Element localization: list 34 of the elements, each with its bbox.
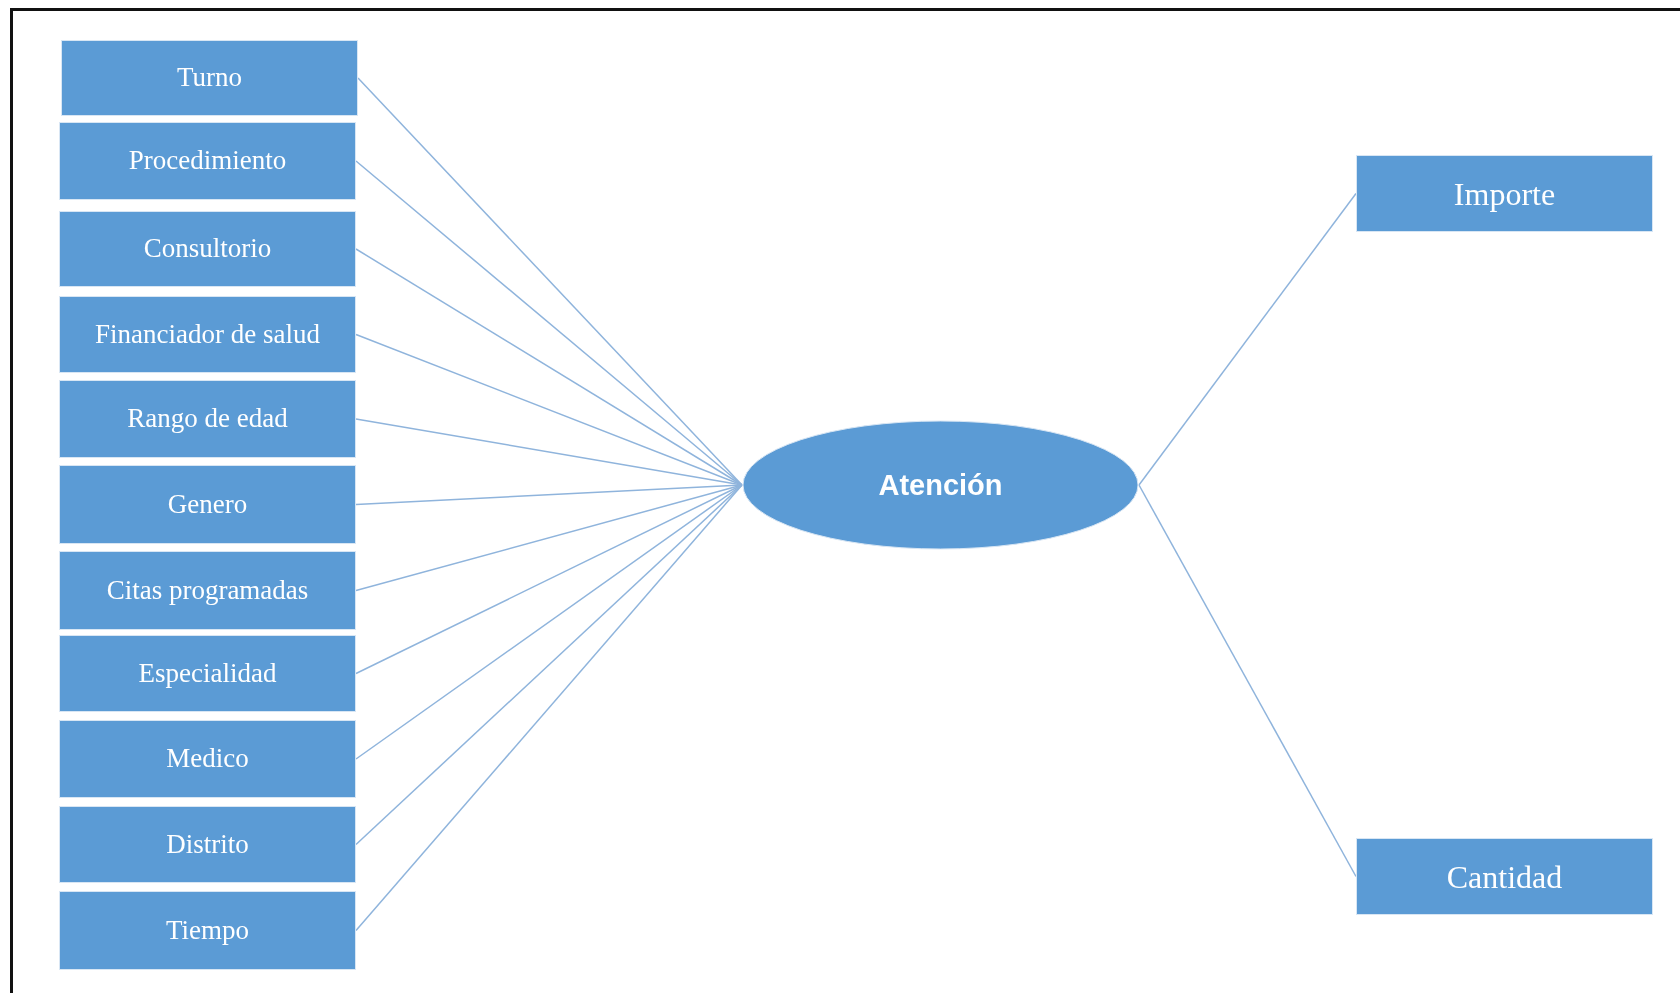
node-label: Atención (878, 468, 1003, 502)
node-label: Genero (166, 487, 249, 521)
node-label: Tiempo (165, 913, 250, 947)
connector-line (1138, 192, 1357, 486)
connector-line (355, 160, 743, 486)
process-box (1356, 838, 1653, 915)
connector-line (357, 77, 743, 486)
process-box (59, 806, 356, 883)
node-label: Turno (175, 61, 243, 95)
process-box (59, 551, 356, 630)
connector-line (355, 484, 743, 846)
process-box (59, 465, 356, 544)
node-label: Rango de edad (126, 402, 289, 436)
connector-line (355, 484, 743, 932)
process-box (59, 891, 356, 970)
process-box (1356, 155, 1653, 232)
process-box (59, 296, 356, 373)
process-box (61, 40, 358, 116)
process-box (59, 635, 356, 712)
node-label: Especialidad (137, 656, 278, 690)
process-box (59, 720, 356, 798)
node-label: Citas programadas (105, 573, 310, 607)
node-label: Cantidad (1445, 857, 1564, 897)
node-label: Medico (165, 742, 250, 776)
node-label: Financiador de salud (94, 317, 321, 351)
connector-line (1138, 484, 1357, 878)
process-box (59, 380, 356, 458)
connector-line (355, 248, 743, 486)
node-label: Distrito (165, 827, 250, 861)
process-box (59, 122, 356, 200)
node-label: Importe (1452, 174, 1557, 214)
node-label: Procedimiento (127, 144, 288, 178)
node-label: Consultorio (142, 232, 273, 266)
process-box (59, 211, 356, 287)
